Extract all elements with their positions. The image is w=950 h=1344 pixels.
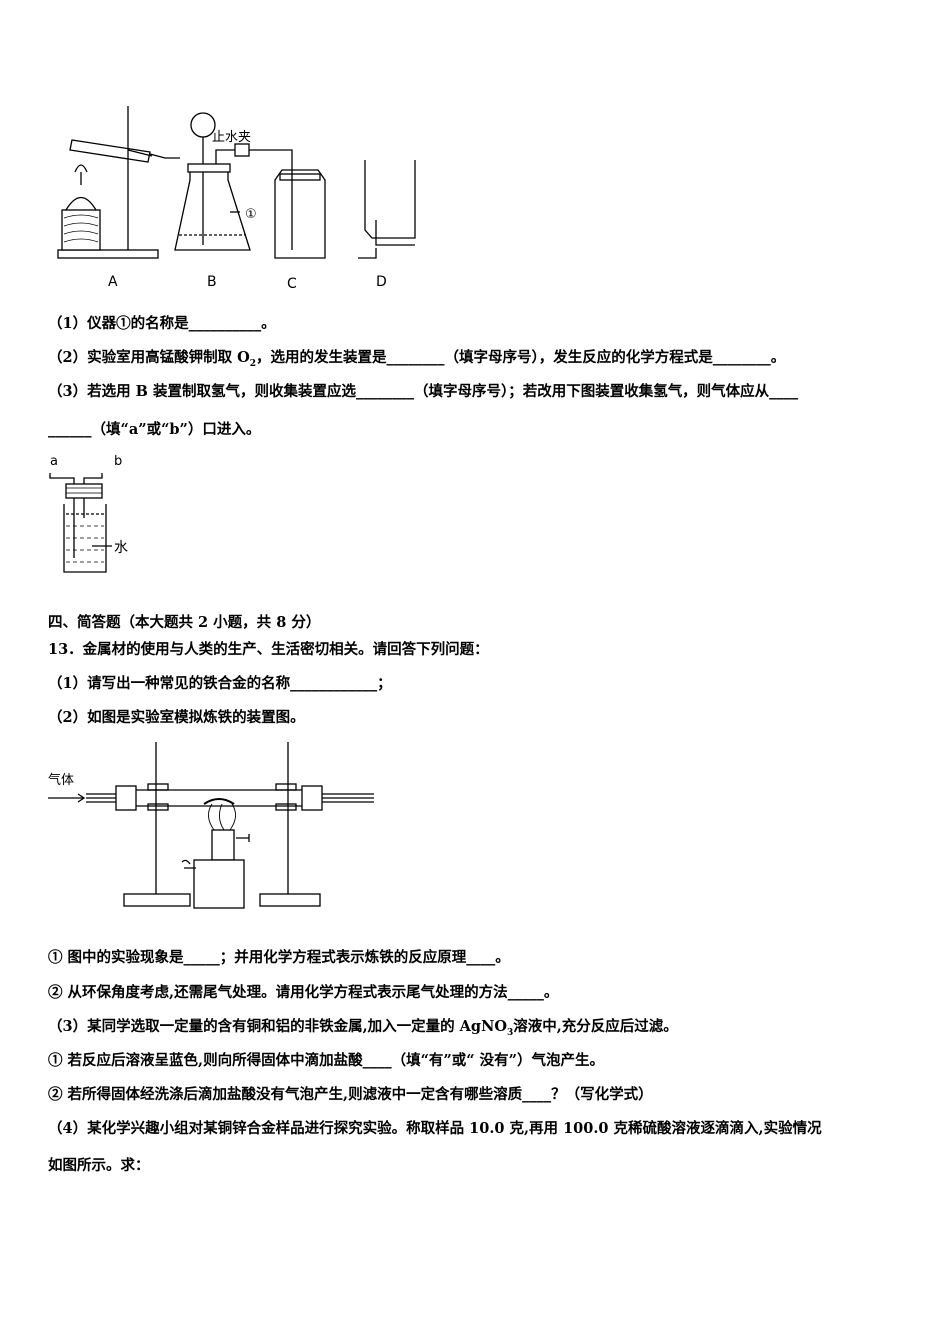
apparatus-figure-abcd: 止水夹 ① A B C D (57, 106, 416, 292)
water-bottle-figure: a b 水 (49, 454, 128, 573)
q12-part3-line1: （3）若选用 B 装置制取氢气，则收集装置应选________（填字母序号）；若… (48, 383, 799, 400)
q12-part1: （1）仪器①的名称是__________。 (48, 315, 276, 332)
port-a-label: a (50, 454, 58, 469)
label-c: C (287, 276, 297, 292)
q13-part1: （1）请写出一种常见的铁合金的名称____________； (48, 675, 392, 692)
q12-part2: （2）实验室用高锰酸钾制取 O2，选用的发生装置是________（填字母序号）… (48, 349, 786, 369)
iron-smelting-figure: 气体 (48, 742, 374, 909)
q13-part3-item1: ① 若反应后溶液呈蓝色,则向所得固体中滴加盐酸____（填“有”或“ 没有”）气… (48, 1052, 605, 1069)
marker-label: ① (245, 207, 257, 222)
q13-item2: ② 从环保角度考虑,还需尾气处理。请用化学方程式表示尾气处理的方法_____。 (48, 984, 559, 1001)
q13-item1: ① 图中的实验现象是_____；并用化学方程式表示炼铁的反应原理____。 (48, 949, 510, 966)
water-label: 水 (114, 540, 128, 556)
label-b: B (207, 274, 217, 290)
label-a: A (108, 274, 118, 290)
q13-part4-line1: （4）某化学兴趣小组对某铜锌合金样品进行探究实验。称取样品 10.0 克,再用 … (48, 1120, 822, 1137)
q12-part3-line2: ______（填“a”或“b”）口进入。 (48, 421, 261, 438)
q13-part3-item2: ② 若所得固体经洗涤后滴加盐酸没有气泡产生,则滤液中一定含有哪些溶质____？（… (48, 1086, 653, 1103)
label-d: D (376, 274, 387, 290)
q13-part2: （2）如图是实验室模拟炼铁的装置图。 (48, 709, 305, 726)
q13-part3: （3）某同学选取一定量的含有铜和铝的非铁金属,加入一定量的 AgNO3溶液中,充… (48, 1018, 678, 1038)
q13-part4-line2: 如图所示。求： (48, 1157, 150, 1174)
port-b-label: b (114, 454, 122, 469)
gas-label: 气体 (48, 772, 74, 788)
clamp-label: 止水夹 (212, 130, 251, 145)
q13-stem: 13．金属材的使用与人类的生产、生活密切相关。请回答下列问题： (48, 641, 489, 658)
section-heading: 四、简答题（本大题共 2 小题，共 8 分） (48, 614, 321, 631)
